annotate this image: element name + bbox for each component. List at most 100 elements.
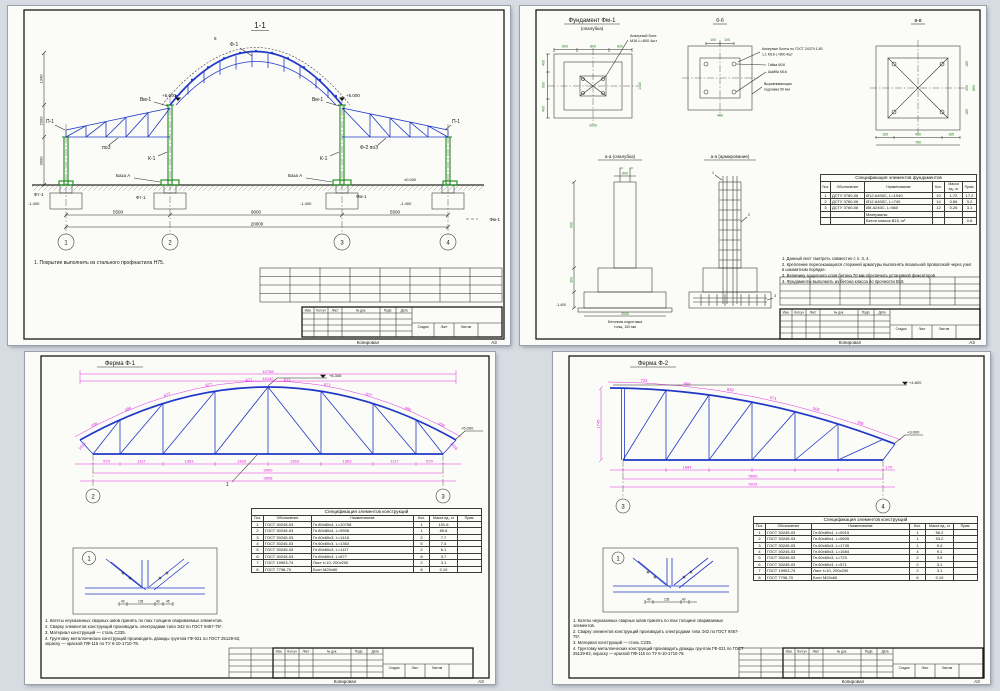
svg-text:100: 100: [710, 38, 716, 42]
svg-text:1117: 1117: [137, 459, 146, 464]
continuation-table: [228, 647, 274, 679]
svg-text:1: 1: [616, 556, 620, 562]
cell: 8: [753, 573, 766, 582]
svg-text:300: 300: [570, 277, 574, 283]
svg-text:677: 677: [205, 382, 213, 388]
svg-text:1745: 1745: [596, 419, 601, 429]
svg-text:Стадия: Стадия: [896, 327, 907, 331]
svg-text:1-1: 1-1: [254, 21, 266, 30]
svg-text:№ док.: № док.: [356, 309, 366, 313]
cell: 6: [909, 573, 926, 582]
continuation-table: [738, 647, 784, 679]
cell: [944, 217, 963, 225]
notes: 1. Катеты неуказанных сварных швов приня…: [45, 618, 245, 647]
svg-text:Листов: Листов: [461, 325, 472, 329]
svg-text:490: 490: [965, 85, 969, 91]
svg-text:1363: 1363: [290, 459, 300, 464]
note-line: 4. Грунтовку металлических конструкций п…: [45, 636, 241, 646]
cell: 3.1: [961, 204, 978, 212]
svg-text:45: 45: [166, 600, 170, 604]
svg-text:+3.000: +3.000: [907, 430, 920, 435]
axis-bubble: 1: [64, 240, 68, 246]
svg-text:677: 677: [365, 391, 374, 398]
cell: 9.2: [961, 197, 978, 206]
svg-text:1: 1: [712, 171, 714, 175]
svg-text:-1.400: -1.400: [28, 201, 40, 206]
svg-text:+4.820: +4.820: [909, 380, 922, 385]
svg-text:600: 600: [562, 45, 568, 49]
table-title: Спецификация элементов фундаментов: [819, 173, 978, 183]
node-detail: 1 40 135 40: [602, 547, 739, 613]
member-labels: Ф-1 5 Вм-1 Вм-1 П-1 П-1 поЗ Ф-2 поЗ К-1 …: [34, 36, 500, 222]
foundation-plan: 600 800 600 2000 400 600 400 1400: [542, 45, 643, 128]
svg-text:Стадия: Стадия: [389, 666, 400, 670]
svg-text:Гайка М16: Гайка М16: [768, 63, 785, 67]
kopiroval-label: Копировал: [357, 340, 380, 345]
bolt-labels: Анкерные болты по ГОСТ 24379.1-80 1.1 М1…: [735, 47, 823, 95]
note-line: 2. Сварку элементов конструкций производ…: [573, 629, 739, 639]
svg-text:1: 1: [87, 556, 91, 562]
truss-f1-drawing: Ферма Ф-1 436 486 677 677 677 677 677 67…: [40, 355, 490, 684]
cell: 17.2: [961, 191, 978, 200]
svg-text:К-1: К-1: [320, 156, 328, 162]
foundation-title: Фундамент Фм-1 (опалубка): [564, 18, 620, 31]
truss-f1-spec-table: Спецификация элементов конструкций Поз.О…: [251, 507, 482, 574]
purlin-dots: [175, 50, 337, 98]
note-line: 3. Материал конструкций — сталь С235.: [45, 630, 126, 635]
truss-f2-spec-table: Спецификация элементов конструкций Поз.О…: [753, 515, 978, 582]
svg-text:900: 900: [570, 222, 574, 228]
svg-text:40: 40: [121, 600, 125, 604]
svg-text:№ док.: № док.: [834, 311, 844, 315]
cell: 0.19: [429, 565, 458, 574]
svg-text:2000: 2000: [39, 116, 44, 126]
svg-text:Кол.уч: Кол.уч: [797, 650, 807, 654]
svg-text:571: 571: [770, 395, 778, 402]
cell: ГОСТ 7798-70: [263, 565, 312, 574]
side-truss-left: [65, 107, 171, 138]
svg-text:9000: 9000: [251, 209, 262, 214]
svg-text:400: 400: [717, 114, 723, 118]
svg-text:б-б: б-б: [716, 18, 724, 24]
axis-bubble: 4: [446, 240, 450, 246]
level-marks: +6.340 +5.000: [267, 373, 483, 440]
svg-text:Вм-1: Вм-1: [140, 97, 151, 103]
svg-text:Лист: Лист: [810, 311, 817, 315]
title-block: Изм. Кол.уч Лист № док. Подп. Дата Стади…: [779, 308, 981, 340]
svg-text:760: 760: [915, 141, 921, 145]
format-label: А3: [478, 679, 484, 684]
axis-grid: 1 2 3 4: [57, 96, 457, 251]
sheet-foundation: Фундамент Фм-1 (опалубка) Анкерный болт …: [519, 5, 987, 346]
svg-text:677: 677: [284, 377, 292, 382]
cell: Болт М20х60: [811, 573, 910, 582]
svg-text:165: 165: [882, 133, 888, 137]
cell: ГОСТ 7798-70: [765, 573, 812, 582]
svg-text:+5.000: +5.000: [461, 426, 474, 431]
kopiroval-label: Копировал: [842, 679, 865, 684]
svg-text:10140: 10140: [262, 376, 274, 381]
note-line: 1. Данный лист смотреть совместно с л. 3…: [782, 256, 870, 261]
svg-text:Дата: Дата: [881, 650, 888, 654]
svg-text:165: 165: [948, 133, 954, 137]
note-line: 2. Сварку элементов конструкций производ…: [45, 624, 223, 629]
svg-text:10758: 10758: [262, 369, 274, 374]
svg-text:Лист: Лист: [922, 666, 929, 670]
node-detail: 1 40 135 40 45: [72, 547, 218, 615]
cell: [820, 217, 831, 225]
level-marks: +4.820 +3.000: [613, 380, 923, 444]
svg-text:639: 639: [727, 387, 735, 393]
svg-text:Лист: Лист: [441, 325, 448, 329]
svg-text:430: 430: [915, 133, 921, 137]
svg-text:М16 L=800 4шт: М16 L=800 4шт: [630, 39, 657, 43]
svg-text:570: 570: [103, 459, 110, 464]
section-vv: в-в 165 430 165 760 185 490 185 860: [870, 18, 976, 146]
svg-text:-1.400: -1.400: [556, 303, 566, 307]
svg-text:5500: 5500: [390, 209, 401, 214]
svg-text:Кол.уч: Кол.уч: [287, 650, 297, 654]
axis-bubble: 2: [91, 494, 95, 500]
ground-line: [32, 184, 484, 191]
svg-text:9000: 9000: [264, 468, 274, 473]
svg-text:40: 40: [647, 598, 651, 602]
